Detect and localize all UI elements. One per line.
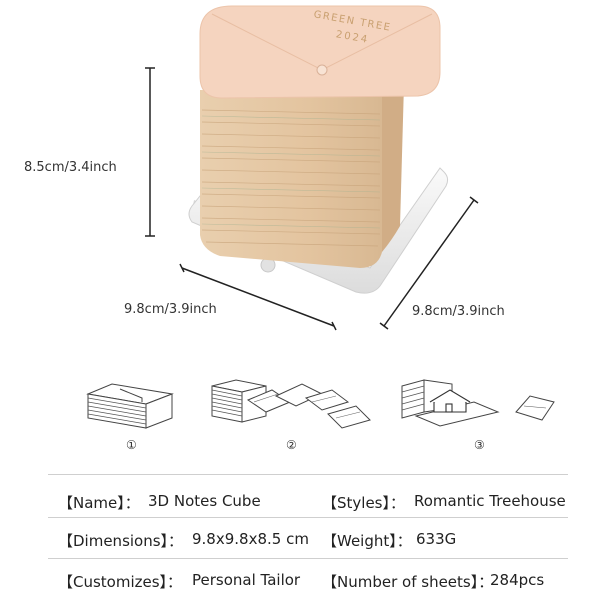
spec-divider: [48, 517, 568, 518]
spec-dimensions-value: 9.8x9.8x8.5 cm: [192, 530, 309, 548]
spec-weight-key: 【Weight】：: [322, 532, 412, 550]
depth-dimension-line: [379, 196, 479, 330]
step3-illustration: [401, 379, 555, 427]
step2-illustration: [211, 379, 371, 429]
step3-number: ③: [474, 438, 485, 452]
spec-styles-key: 【Styles】：: [322, 494, 405, 512]
step1-illustration: [86, 383, 174, 429]
height-label: 8.5cm/3.4inch: [24, 160, 117, 175]
spec-customizes-key: 【Customizes】：: [58, 573, 183, 591]
spec-customizes-value: Personal Tailor: [192, 571, 301, 589]
spec-divider: [48, 474, 568, 475]
width-dimension-line: [179, 263, 337, 331]
height-dimension-line: [145, 67, 155, 237]
spec-divider: [48, 558, 568, 559]
spec-sheets-value: 284pcs: [490, 571, 545, 589]
cube-lid: [199, 5, 441, 99]
spec-name-key: 【Name】：: [58, 494, 140, 512]
product-image: GREEN TREE 2024: [145, 5, 479, 331]
spec-name-value: 3D Notes Cube: [148, 492, 261, 510]
step1-number: ①: [126, 438, 137, 452]
spec-styles-value: Romantic Treehouse: [414, 492, 566, 510]
depth-label: 9.8cm/3.9inch: [412, 304, 505, 319]
spec-weight-value: 633G: [416, 530, 457, 548]
spec-sheets-key: 【Number of sheets】：: [322, 573, 494, 591]
width-label: 9.8cm/3.9inch: [124, 302, 217, 317]
step2-number: ②: [286, 438, 297, 452]
paper-stack: [200, 84, 404, 268]
spec-dimensions-key: 【Dimensions】：: [58, 532, 184, 550]
